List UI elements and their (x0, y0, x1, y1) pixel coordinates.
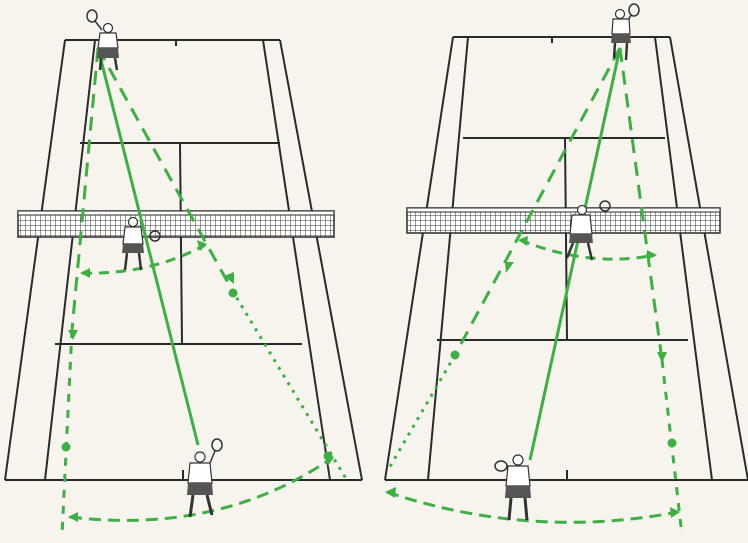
player-head (512, 454, 524, 466)
shot-dashed-right-lower (660, 359, 684, 536)
arrowhead (197, 240, 207, 251)
court-lines (4, 39, 363, 481)
player-leg (137, 252, 143, 271)
racket-icon (628, 3, 640, 17)
doubles-sideline-right (279, 39, 363, 481)
arrowhead (68, 512, 78, 522)
singles-sideline-right (262, 39, 331, 481)
singles-sideline-left (427, 36, 469, 481)
racket-handle (209, 450, 216, 464)
near-player (494, 454, 531, 521)
shot-dashed-left-lower (60, 329, 74, 536)
arrowheads (68, 240, 334, 522)
shot-dotted-left (386, 354, 457, 471)
player-leg (586, 242, 594, 261)
player-leg (523, 497, 529, 521)
singles-sideline-right (654, 36, 713, 481)
shot-solid (96, 47, 200, 446)
bounce-mark (450, 350, 460, 360)
shot-dashed-left (70, 47, 100, 331)
left-court (4, 9, 363, 536)
player-leg (624, 42, 629, 61)
racket-icon (211, 438, 223, 452)
net (406, 207, 721, 234)
doubles-sideline-left (4, 39, 66, 481)
shot-dashed-right (618, 47, 664, 361)
player-body (611, 18, 631, 35)
player-body (187, 462, 213, 484)
racket-icon (494, 460, 508, 472)
net-player (565, 200, 611, 261)
arrowhead (505, 262, 514, 273)
player-shorts (97, 48, 119, 58)
court-lines (384, 36, 748, 481)
net (17, 210, 335, 238)
shot-dotted-right (230, 289, 350, 483)
player-leg (123, 252, 129, 271)
trajectories (60, 47, 350, 536)
player-body (569, 214, 593, 235)
player-shorts (187, 483, 213, 495)
arrowhead (670, 507, 680, 518)
trajectories (386, 47, 684, 536)
player-leg (565, 242, 575, 259)
player-body (97, 32, 119, 49)
center-service-line (564, 137, 568, 341)
shot-solid (528, 47, 622, 461)
right-court (384, 3, 748, 536)
player-head (576, 204, 588, 216)
bounce-marks (61, 288, 333, 461)
player-shorts (122, 244, 144, 253)
bounce-mark (61, 442, 71, 452)
far-player (86, 9, 119, 71)
player-head (127, 216, 139, 228)
arrowhead (324, 455, 334, 466)
player-leg (113, 57, 119, 71)
net-player (122, 216, 161, 271)
bounce-marks (450, 350, 677, 448)
center-service-line (179, 142, 183, 345)
net-band (406, 207, 721, 213)
player-head (194, 451, 206, 463)
shot-dashed-left (453, 47, 622, 356)
player-leg (188, 494, 195, 518)
player-head (102, 22, 114, 34)
player-body (122, 226, 144, 245)
singles-sideline-left (44, 39, 96, 481)
player-leg (507, 497, 513, 521)
player-leg (205, 494, 214, 516)
player-leg (98, 57, 103, 71)
arrowhead (647, 250, 657, 260)
near-player (187, 438, 223, 518)
racket-icon (599, 200, 611, 212)
player-body (505, 465, 531, 487)
racket-handle (94, 20, 103, 31)
shot-dashed-right (96, 47, 234, 291)
near-player-arc (386, 490, 679, 524)
doubles-sideline-right (669, 36, 748, 481)
arrowhead (657, 352, 667, 363)
racket-icon (149, 230, 161, 242)
racket-icon (86, 9, 98, 23)
arrowhead (80, 268, 90, 278)
net-band (17, 210, 335, 216)
arrowhead (518, 236, 528, 246)
arrowhead (224, 272, 234, 284)
arrowheads (385, 236, 680, 518)
arrowhead (385, 487, 396, 498)
arrowhead (68, 330, 78, 340)
bounce-mark (228, 288, 238, 298)
net-player-arc (519, 238, 656, 261)
bounce-mark (667, 438, 677, 448)
player-leg (612, 42, 617, 59)
player-shorts (505, 486, 531, 498)
player-head (614, 8, 626, 20)
player-shorts (611, 34, 631, 43)
player-shorts (569, 234, 593, 243)
doubles-sideline-left (384, 36, 454, 481)
far-player (611, 3, 640, 61)
